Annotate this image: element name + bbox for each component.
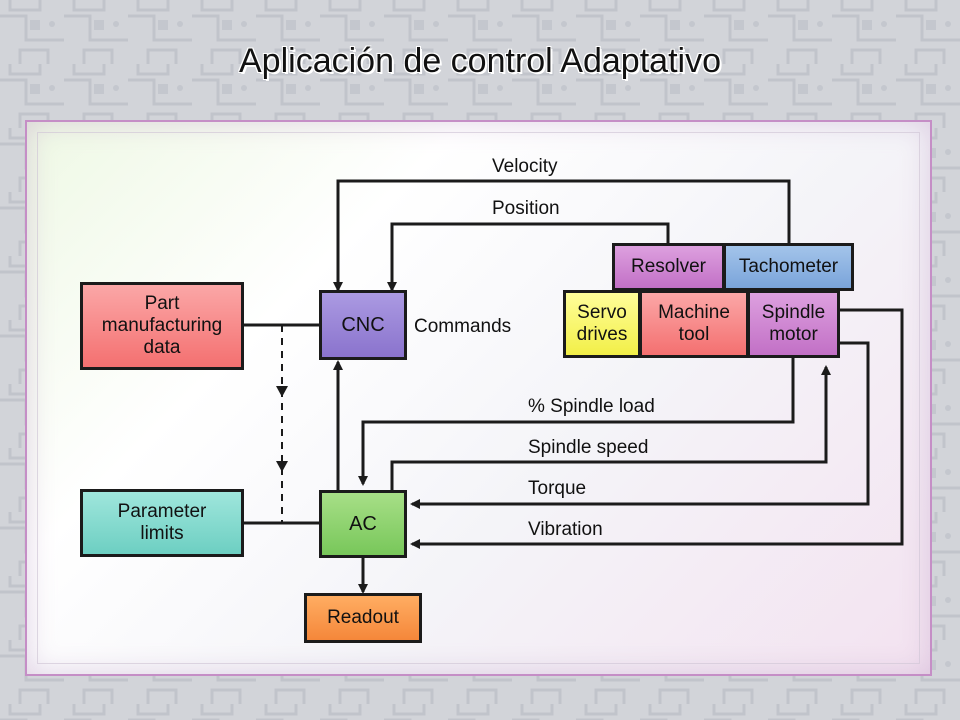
- velocity-label: Velocity: [492, 156, 558, 177]
- readout-block: Readout: [304, 593, 422, 643]
- part-manufacturing-data-block: Part manufacturing data: [80, 282, 244, 370]
- spindle-speed-label: Spindle speed: [528, 437, 649, 458]
- cnc-block: CNC: [319, 290, 407, 360]
- servo-drives-block: Servo drives: [563, 290, 641, 358]
- spindle-motor-block: Spindle motor: [747, 290, 840, 358]
- parameter-limits-block: Parameter limits: [80, 489, 244, 557]
- frame-inner-border: [37, 132, 920, 664]
- slide-title: Aplicación de control Adaptativo: [239, 42, 721, 80]
- spindle-load-label: % Spindle load: [528, 396, 655, 417]
- position-label: Position: [492, 198, 560, 219]
- ac-block: AC: [319, 490, 407, 558]
- commands-label: Commands: [414, 316, 512, 337]
- machine-tool-block: Machine tool: [639, 290, 749, 358]
- diagram-frame: [25, 120, 932, 676]
- vibration-label: Vibration: [528, 519, 603, 540]
- resolver-block: Resolver: [612, 243, 725, 291]
- torque-label: Torque: [528, 478, 587, 499]
- tachometer-block: Tachometer: [723, 243, 854, 291]
